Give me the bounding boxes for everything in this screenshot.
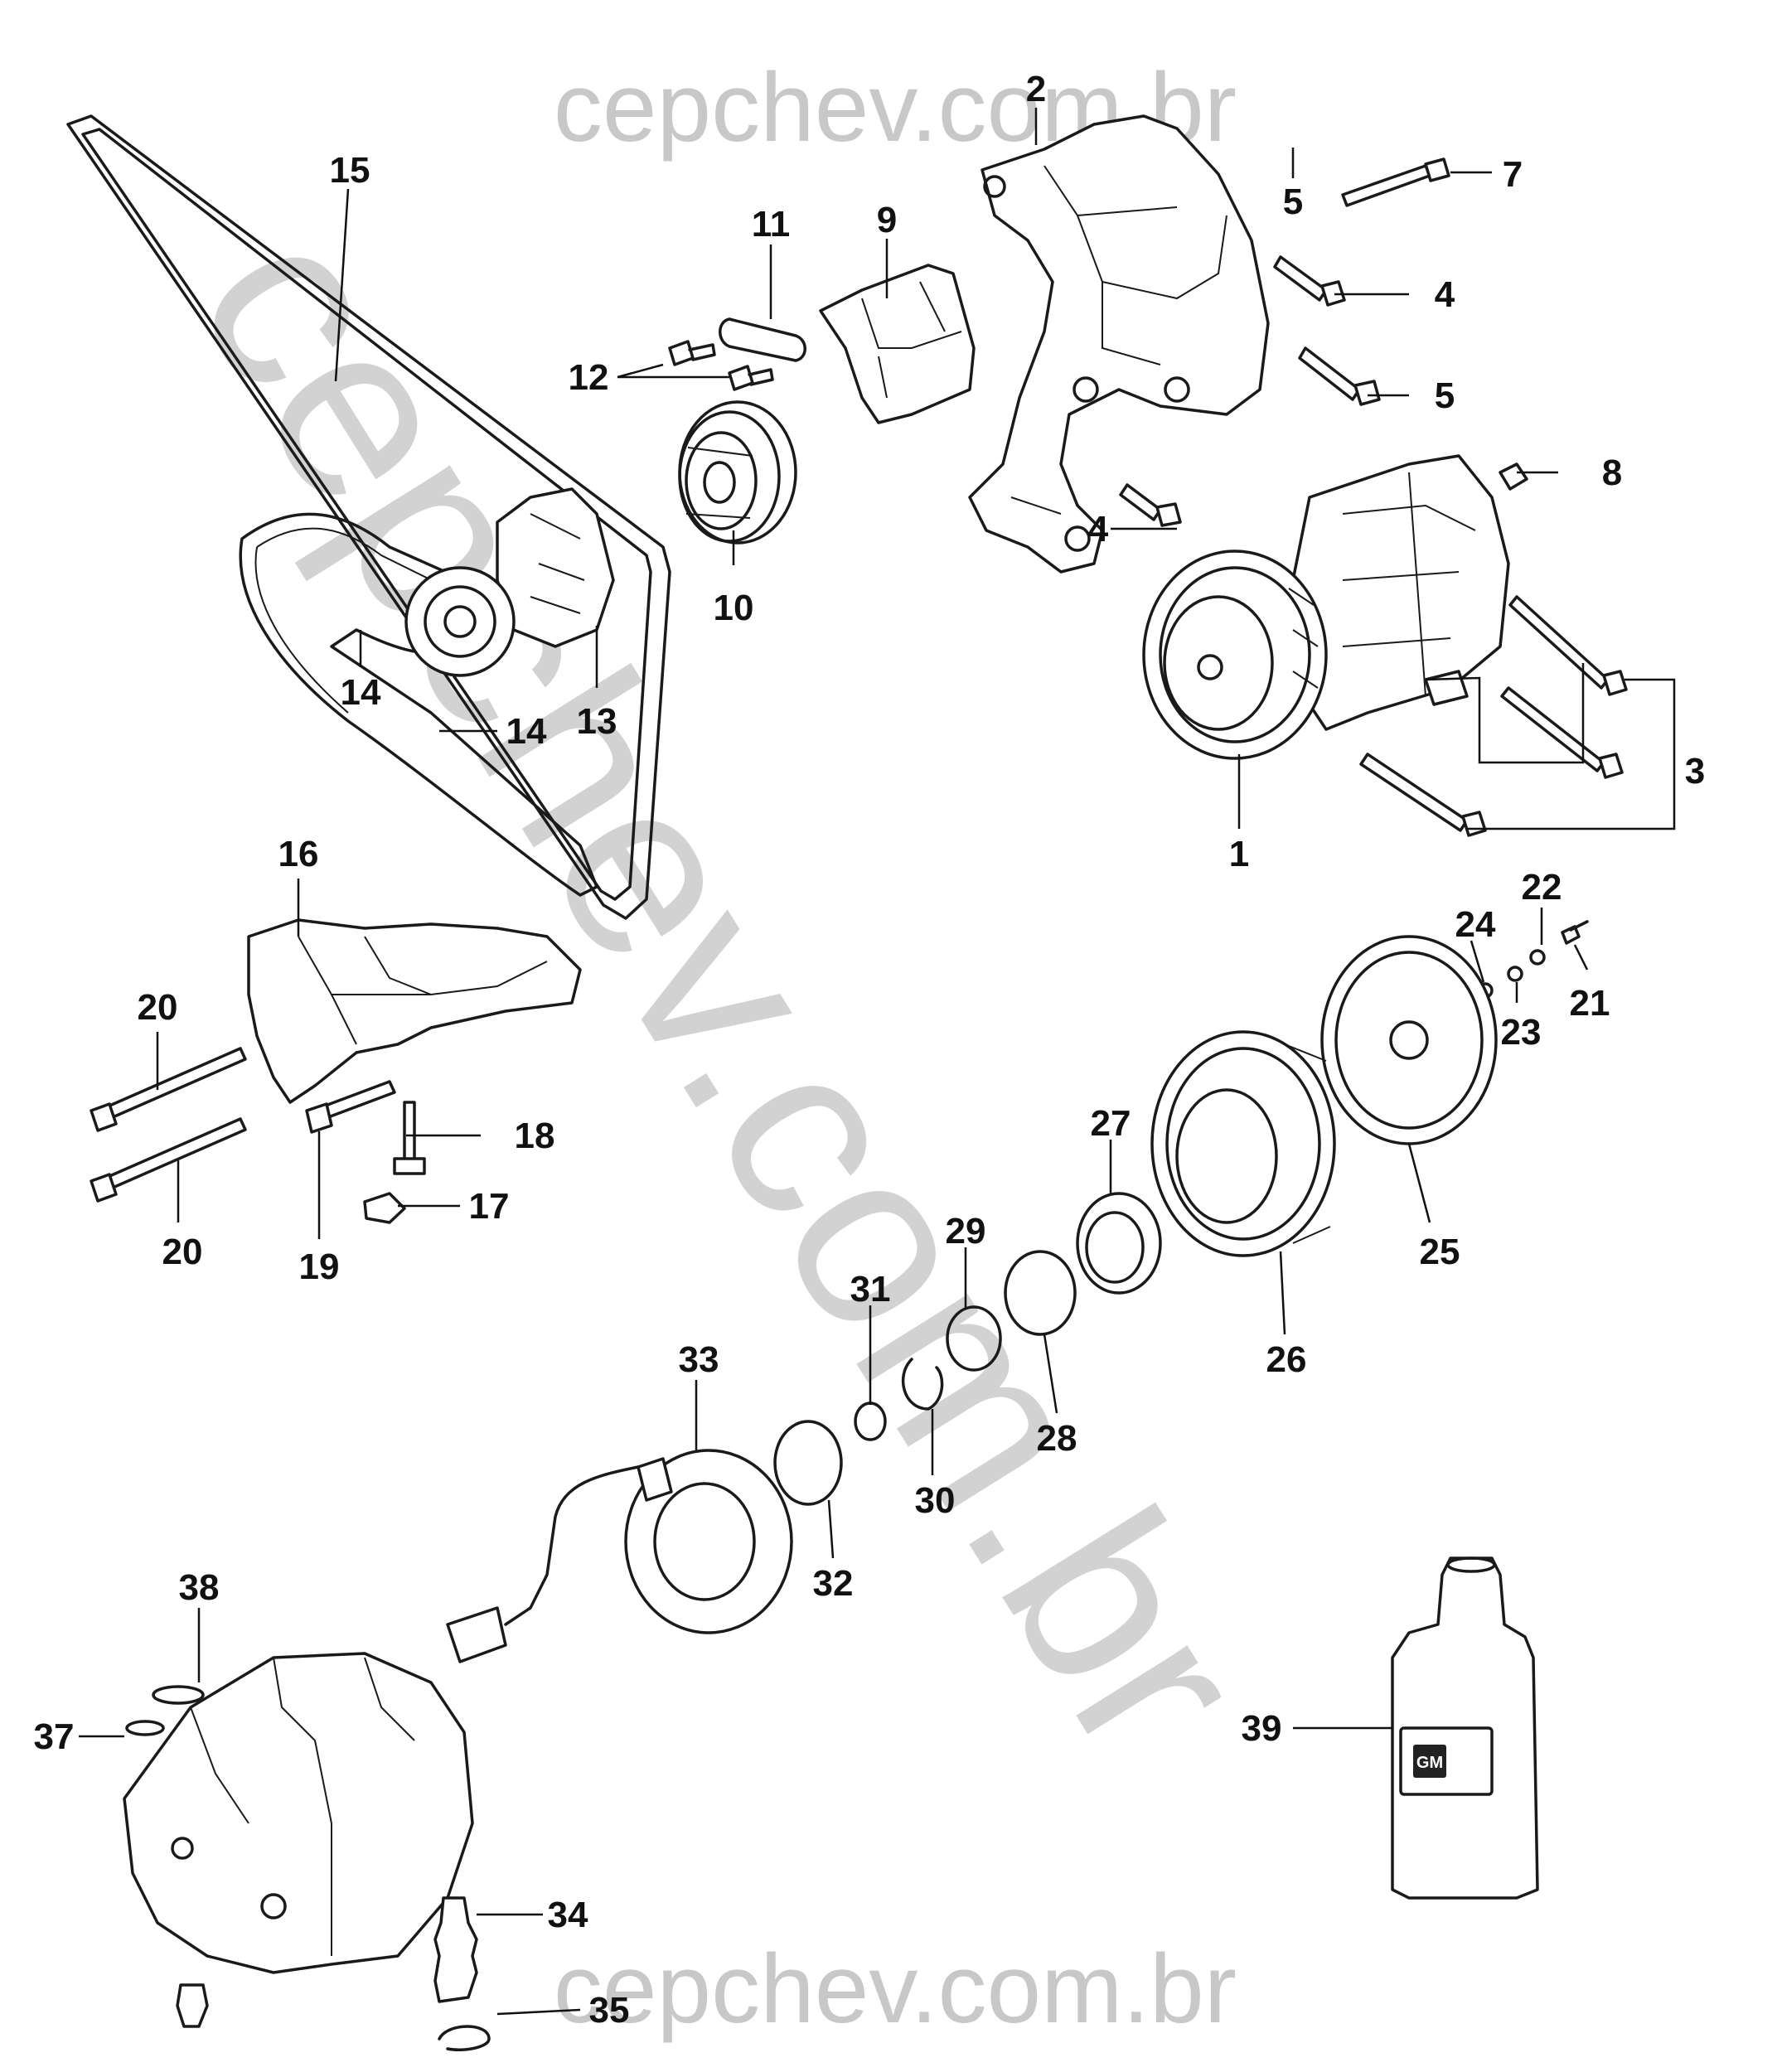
callout-26: 26 bbox=[1266, 1339, 1307, 1380]
lower-bracket bbox=[247, 918, 582, 1104]
callout-8: 8 bbox=[1602, 453, 1622, 493]
field-coil bbox=[446, 1449, 793, 1663]
tensioner-bracket bbox=[819, 264, 976, 424]
callout-14: 14 bbox=[506, 711, 547, 752]
bolt-8 bbox=[1499, 462, 1528, 491]
callout-23: 23 bbox=[1501, 1012, 1542, 1053]
callout-9: 9 bbox=[877, 200, 897, 240]
clutch-hub-plate bbox=[1320, 935, 1498, 1145]
callout-18: 18 bbox=[515, 1116, 555, 1156]
callout-20: 20 bbox=[162, 1232, 203, 1272]
callout-22: 22 bbox=[1522, 867, 1562, 908]
callout-34: 34 bbox=[548, 1895, 588, 1935]
callout-17: 17 bbox=[469, 1186, 510, 1227]
callout-27: 27 bbox=[1091, 1103, 1131, 1144]
callout-3: 3 bbox=[1685, 751, 1705, 792]
callout-4: 4 bbox=[1088, 509, 1109, 549]
callout-7: 7 bbox=[1503, 154, 1523, 195]
callout-39: 39 bbox=[1242, 1708, 1282, 1749]
drain-plug bbox=[176, 1983, 209, 2028]
callout-1: 1 bbox=[1229, 834, 1249, 874]
callout-4-top: 4 bbox=[1435, 274, 1455, 315]
callout-11: 11 bbox=[752, 204, 791, 244]
bolts-4-5-7 bbox=[1119, 157, 1450, 527]
callout-20-top: 20 bbox=[138, 987, 178, 1028]
callout-29: 29 bbox=[946, 1211, 986, 1251]
callout-5: 5 bbox=[1435, 375, 1455, 416]
callout-14-left: 14 bbox=[341, 672, 381, 713]
relief-valve bbox=[433, 1896, 478, 2003]
callout-16: 16 bbox=[278, 834, 319, 874]
compressor-oil-can: GM bbox=[1391, 1556, 1539, 1900]
link-plate bbox=[719, 317, 806, 362]
callout-5-top: 5 bbox=[1283, 182, 1303, 222]
bolts-12 bbox=[668, 340, 774, 391]
pulley-bearing bbox=[1076, 1192, 1162, 1295]
compressor-mounting-bracket bbox=[968, 114, 1270, 574]
callout-15: 15 bbox=[330, 150, 370, 191]
callout-31: 31 bbox=[850, 1269, 891, 1310]
callout-numbers: 2 5 7 4 5 8 4 3 1 9 11 12 10 13 14 14 15… bbox=[34, 69, 1706, 2031]
valve-clip bbox=[438, 2025, 491, 2051]
long-bolts-3 bbox=[1359, 595, 1628, 837]
retaining-rings bbox=[773, 1250, 1077, 1506]
leader-lines bbox=[79, 108, 1676, 2016]
callout-30: 30 bbox=[915, 1480, 956, 1521]
watermark-bottom: cepchev.com.br bbox=[554, 1934, 1237, 2044]
belt-tensioner bbox=[404, 487, 615, 677]
callout-21: 21 bbox=[1570, 983, 1610, 1024]
drive-belt bbox=[66, 114, 671, 920]
callout-12: 12 bbox=[569, 357, 609, 398]
callout-32: 32 bbox=[813, 1563, 854, 1604]
callout-35: 35 bbox=[589, 1990, 630, 2031]
stud-18-nut-17 bbox=[363, 1101, 426, 1224]
callout-38: 38 bbox=[179, 1567, 220, 1608]
compressor-body bbox=[123, 1652, 474, 1974]
callout-13: 13 bbox=[577, 701, 617, 742]
callout-33: 33 bbox=[679, 1339, 719, 1380]
callout-19: 19 bbox=[299, 1247, 340, 1287]
callout-25: 25 bbox=[1420, 1232, 1460, 1272]
small-hardware bbox=[1477, 920, 1589, 999]
idler-pulley bbox=[678, 400, 797, 545]
ac-compressor-assembly bbox=[1142, 454, 1510, 760]
callout-28: 28 bbox=[1037, 1418, 1077, 1459]
callout-10: 10 bbox=[714, 588, 754, 628]
oil-can-gm-logo: GM bbox=[1416, 1754, 1443, 1772]
o-rings bbox=[125, 1685, 205, 1736]
callout-2: 2 bbox=[1026, 69, 1046, 109]
clutch-pulley bbox=[1150, 1030, 1336, 1257]
bolts-19-20 bbox=[90, 1047, 396, 1203]
callout-37: 37 bbox=[34, 1716, 75, 1757]
callout-24: 24 bbox=[1455, 904, 1496, 945]
